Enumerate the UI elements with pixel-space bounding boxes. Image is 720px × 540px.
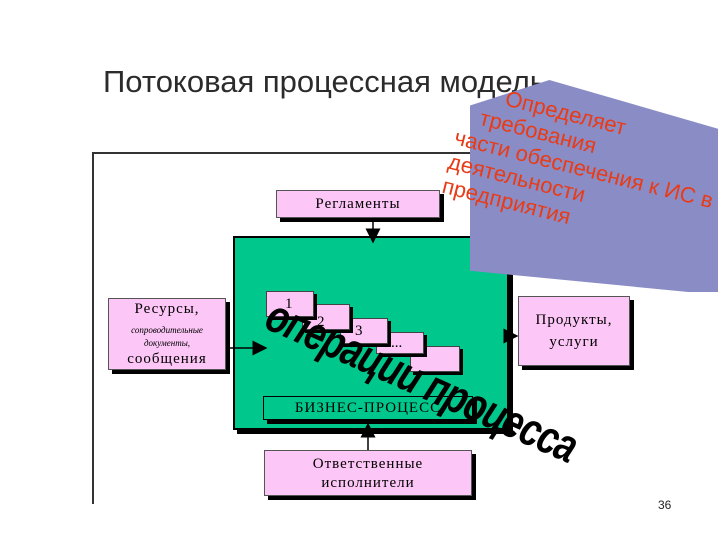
executors-label: исполнители xyxy=(321,475,415,491)
services-label: услуги xyxy=(549,334,599,350)
resources-label: Ресурсы, xyxy=(134,301,200,317)
responsible-label: Ответственные xyxy=(312,456,424,472)
responsible-box: Ответственные исполнители xyxy=(264,450,472,496)
resources-box: Ресурсы, сопроводительные документы, соо… xyxy=(108,298,226,370)
products-label: Продукты, xyxy=(535,312,613,328)
step-box-2: 2 xyxy=(302,304,350,330)
business-process-box: БИЗНЕС-ПРОЦЕСС xyxy=(263,396,473,420)
resources-messages-label: сообщения xyxy=(127,351,207,367)
step-box-1: 1 xyxy=(266,291,314,317)
products-box: Продукты, услуги xyxy=(518,296,630,366)
page-number: 36 xyxy=(658,498,672,512)
diagram-frame xyxy=(92,152,692,504)
slide-title: Потоковая процессная модель xyxy=(103,64,546,99)
resources-docs-label: сопроводительные документы, xyxy=(131,325,203,348)
regulations-box: Регламенты xyxy=(276,190,440,218)
